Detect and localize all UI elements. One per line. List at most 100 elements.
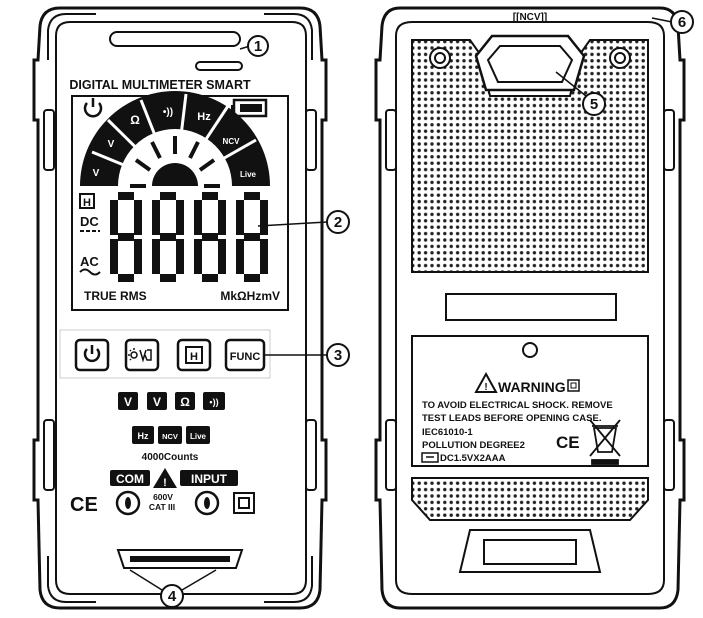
lcd-segment (110, 200, 118, 235)
back-screws (429, 47, 631, 69)
warning-line-2: TEST LEADS BEFORE OPENING CASE. (422, 413, 601, 424)
callout-6: 6 (678, 14, 686, 31)
bottom-grille (411, 477, 649, 521)
lcd-digit-3 (194, 192, 226, 282)
lcd-digit-1 (110, 192, 142, 282)
warning-triangle-icon: ! (153, 468, 177, 489)
com-jack[interactable] (115, 490, 141, 516)
lcd-segment (202, 233, 218, 241)
mode-icons-row-1: V V Ω •)) (118, 392, 225, 410)
lcd-segment (202, 192, 218, 200)
battery-icon (231, 98, 268, 118)
warning-title: WARNING (498, 379, 566, 395)
lcd-segment (260, 239, 268, 274)
double-insulation-icon (233, 492, 255, 514)
lcd-digit-2 (152, 192, 184, 282)
power-icon (83, 98, 103, 118)
lcd-segment (110, 239, 118, 274)
lcd-segment (236, 200, 244, 235)
backlight-torch-button[interactable] (124, 338, 160, 372)
lcd-segment (118, 192, 134, 200)
callout-2: 2 (334, 214, 342, 231)
svg-text:!: ! (163, 477, 167, 489)
arc-label-continuity: •)) (163, 107, 173, 118)
mode-live: Live (190, 432, 207, 441)
lcd-segment (260, 200, 268, 235)
stand-hook (474, 34, 586, 92)
counts-label: 4000Counts (142, 452, 199, 463)
front-corner-bumpers (47, 13, 313, 603)
input-jack[interactable] (194, 490, 220, 516)
mode-continuity: •)) (209, 397, 218, 407)
lcd-segment (152, 239, 160, 274)
callout-badges: 1 2 3 4 5 6 (160, 10, 694, 608)
lcd-segment (202, 274, 218, 282)
lcd-segment (218, 200, 226, 235)
battery-symbol-icon (421, 452, 439, 463)
lcd-segment (134, 200, 142, 235)
warning-line-4: POLLUTION DEGREE2 (422, 440, 525, 451)
lcd-segment (160, 274, 176, 282)
rating-cat: CAT III (149, 502, 175, 512)
arc-label-hz: Hz (197, 111, 211, 123)
hold-button-mark: H (190, 351, 198, 363)
lcd-segment (152, 200, 160, 235)
power-button[interactable] (74, 338, 110, 372)
lcd-segment (194, 239, 202, 274)
callout-3: 3 (334, 347, 342, 364)
lcd-segment (194, 200, 202, 235)
lcd-hold-mark: H (83, 197, 91, 209)
mode-icons-row-2: Hz NCV Live (132, 426, 210, 444)
front-ce-mark: CE (70, 494, 98, 516)
lcd-segment (118, 274, 134, 282)
arc-indicator-rays (130, 136, 220, 188)
callout-4: 4 (168, 588, 177, 605)
weee-bin-icon (589, 419, 621, 465)
lcd-ac-label: AC (80, 254, 99, 269)
callout-1: 1 (254, 38, 262, 55)
lcd-segment (244, 233, 260, 241)
func-button[interactable]: FUNC (224, 338, 266, 372)
lcd-digit-4 (236, 192, 268, 282)
warning-triangle-icon-back: ! (474, 371, 498, 393)
lcd-segment (118, 233, 134, 241)
mode-ncv: NCV (162, 432, 178, 441)
front-inner-bezel (55, 21, 307, 595)
mode-hz: Hz (138, 431, 149, 441)
lcd-segment (176, 200, 184, 235)
callouts (129, 17, 673, 591)
front-title: DIGITAL MULTIMETER SMART (69, 78, 251, 92)
hold-button[interactable]: H (176, 338, 212, 372)
lcd-segment (134, 239, 142, 274)
lcd-segment (244, 274, 260, 282)
svg-text:!: ! (484, 382, 487, 393)
rating-voltage: 600V (153, 492, 173, 502)
lcd-segment (236, 239, 244, 274)
backlight-torch-icon (128, 348, 152, 363)
lcd-segment (218, 239, 226, 274)
back-ncv-label: [[NCV]] (513, 12, 547, 23)
lcd-units: MkΩHzmV (220, 289, 280, 303)
func-button-label: FUNC (230, 351, 261, 363)
lcd-segment (160, 233, 176, 241)
stand-slot (445, 293, 617, 321)
callout-5: 5 (590, 96, 598, 113)
mode-ohm: Ω (180, 395, 190, 409)
battery-spec: DC1.5VX2AAA (440, 453, 506, 464)
front-side-grips (43, 109, 317, 491)
front-indicator-slot (195, 61, 243, 71)
arc-label-live: Live (240, 170, 257, 179)
back-inner-bezel (395, 21, 665, 595)
front-bottom-stand (116, 549, 244, 569)
back-side-grips (385, 109, 675, 491)
lcd-segment (244, 192, 260, 200)
front-view: DIGITAL MULTIMETER SMART (32, 6, 328, 610)
function-arc: V V Ω •)) Hz NCV Live (80, 91, 270, 188)
battery-cover-screw (522, 342, 538, 358)
warning-line-3: IEC61010-1 (422, 427, 473, 438)
lcd-hold-box (79, 193, 95, 209)
lcd-dc-label: DC (80, 214, 99, 229)
arc-label-ohm: Ω (130, 113, 140, 127)
lcd-true-rms: TRUE RMS (84, 289, 147, 303)
